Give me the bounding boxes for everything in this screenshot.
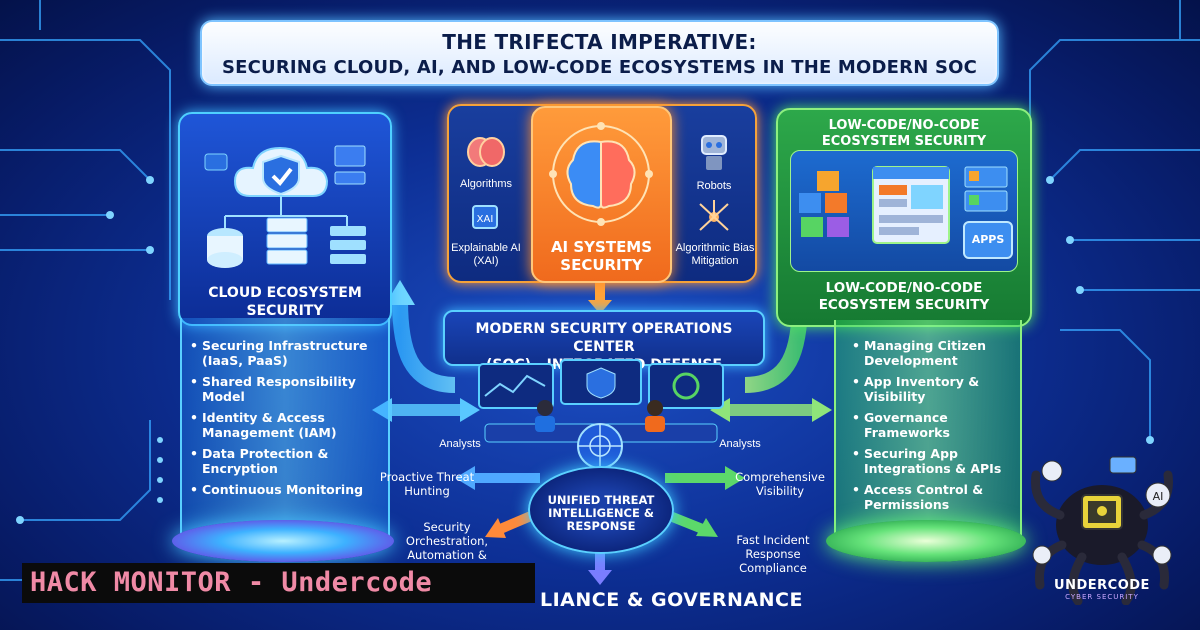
lowcode-bullet-list: Managing Citizen Development App Invento…: [852, 338, 1012, 518]
lowcode-bullet: Access Control & Permissions: [852, 482, 1012, 512]
ai-title-line-1: AI SYSTEMS: [550, 238, 653, 256]
cloud-title-line-1: CLOUD ECOSYSTEM: [208, 285, 362, 301]
incident-response-label: Fast Incident Response Compliance: [736, 533, 810, 575]
threat-globe-icon: [577, 423, 623, 469]
lowcode-title-2: ECOSYSTEM SECURITY: [818, 297, 990, 313]
analysts-label-right: Analysts: [719, 438, 761, 450]
brain-icon: [467, 137, 505, 167]
title-line-1: THE TRIFECTA IMPERATIVE:: [442, 30, 757, 54]
app-window-icon: [872, 166, 950, 244]
cloud-title-line-2: SECURITY: [246, 303, 324, 319]
svg-text:XAI: XAI: [477, 214, 494, 225]
lowcode-bullet: App Inventory & Visibility: [852, 374, 1012, 404]
title-line-2: SECURING CLOUD, AI, AND LOW-CODE ECOSYST…: [221, 57, 978, 78]
lowcode-bullet: Governance Frameworks: [852, 410, 1012, 440]
building-blocks-icon: [799, 171, 849, 237]
ai-label-robots: Robots: [696, 180, 732, 192]
svg-text:AI: AI: [1153, 490, 1164, 503]
cloud-infrastructure-icon: [204, 145, 366, 268]
lowcode-top-title-2: ECOSYSTEM SECURITY: [821, 134, 987, 149]
mini-screens-icon: [964, 166, 1008, 212]
lowcode-pillar-base: [826, 520, 1026, 562]
undercode-octopus-logo: AI: [1031, 456, 1173, 605]
lowcode-bullet: Managing Citizen Development: [852, 338, 1012, 368]
cloud-bullet: Data Protection & Encryption: [190, 446, 380, 476]
lowcode-title-1: LOW-CODE/NO-CODE: [825, 280, 983, 296]
lowcode-app-builder: APPS: [790, 150, 1018, 272]
banner-text: HACK MONITOR - Undercode: [30, 567, 433, 598]
cloud-bullet: Securing Infrastructure (IaaS, PaaS): [190, 338, 380, 368]
comprehensive-visibility-label: Comprehensive Visibility: [735, 470, 825, 498]
analysts-label-left: Analysts: [439, 438, 481, 450]
ai-label-bias: Algorithmic Bias Mitigation: [675, 242, 755, 267]
cloud-bullet: Identity & Access Management (IAM): [190, 410, 380, 440]
ai-title-line-2: SECURITY: [560, 256, 643, 274]
soc-title-line-1: MODERN SECURITY OPERATIONS CENTER: [475, 321, 733, 355]
governance-heading: LIANCE & GOVERNANCE: [540, 589, 803, 611]
orchestration-label: Security Orchestration, Automation &: [405, 520, 489, 562]
lowcode-top-title-1: LOW-CODE/NO-CODE: [828, 118, 980, 133]
soc-monitors-illustration: [478, 359, 724, 443]
neural-brain-icon: [549, 122, 653, 226]
unified-line-2: INTELLIGENCE &: [548, 506, 654, 520]
cloud-pillar-base: [172, 520, 394, 562]
lowcode-bullet: Securing App Integrations & APIs: [852, 446, 1012, 476]
proactive-threat-hunting-label: Proactive Threat Hunting: [379, 470, 475, 498]
network-node-icon: [699, 200, 729, 231]
cloud-bullet: Continuous Monitoring: [190, 482, 380, 497]
cloud-bullet: Shared Responsibility Model: [190, 374, 380, 404]
hack-monitor-banner: HACK MONITOR - Undercode: [22, 563, 535, 603]
ai-label-explainable: Explainable AI (XAI): [451, 242, 521, 267]
unified-threat-core: UNIFIED THREAT INTELLIGENCE & RESPONSE: [528, 466, 674, 554]
ai-label-algorithms: Algorithms: [460, 178, 512, 190]
apps-badge: APPS: [963, 221, 1013, 259]
ai-systems-core: AI SYSTEMS SECURITY: [531, 106, 672, 283]
unified-line-1: UNIFIED THREAT: [547, 493, 655, 507]
title-banner: THE TRIFECTA IMPERATIVE: SECURING CLOUD,…: [200, 20, 999, 86]
cloud-security-panel: CLOUD ECOSYSTEM SECURITY: [178, 112, 392, 326]
chip-icon: XAI: [472, 205, 498, 229]
unified-line-3: RESPONSE: [566, 519, 636, 533]
robot-icon: [701, 135, 727, 170]
cloud-bullet-list: Securing Infrastructure (IaaS, PaaS) Sha…: [190, 338, 380, 503]
undercode-logo-text: UNDERCODE: [1054, 578, 1150, 593]
undercode-logo-subtext: CYBER SECURITY: [1065, 593, 1139, 601]
